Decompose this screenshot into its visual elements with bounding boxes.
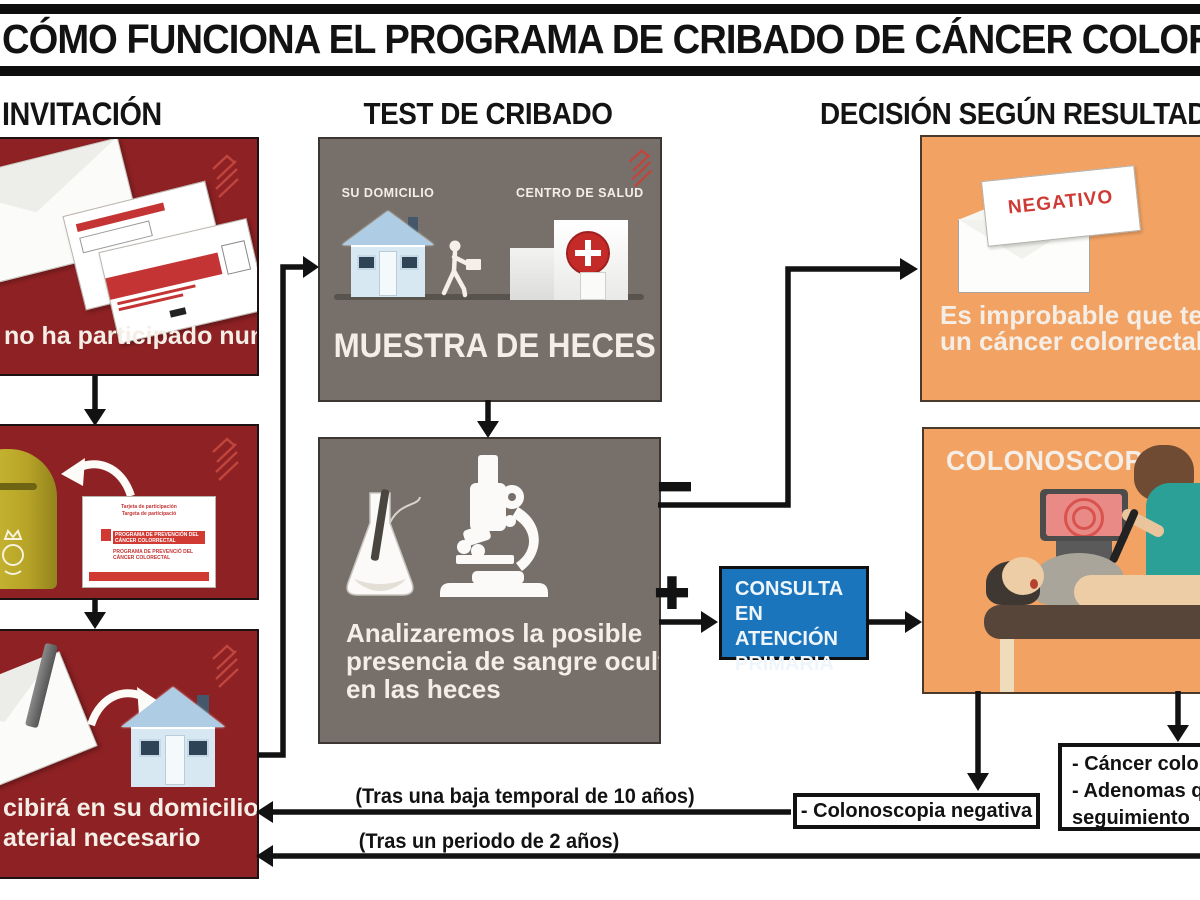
consulta-line2: EN ATENCIÓN — [735, 603, 838, 650]
positive-result-line2: - Adenomas que requieren — [1072, 780, 1200, 802]
participation-card-footer — [89, 572, 209, 581]
doctor-body — [1146, 483, 1200, 593]
negative-card: NEGATIVO — [980, 165, 1142, 247]
patient-body — [1074, 575, 1200, 609]
arrow-negative-path — [658, 266, 901, 508]
sample-title: MUESTRA DE HECES — [333, 327, 656, 365]
column-header-screening: TEST DE CRIBADO — [363, 96, 613, 131]
kit-caption-line2: aterial necesario — [3, 824, 201, 852]
letter-stamp — [220, 240, 252, 275]
return-2-years-label: (Tras un periodo de 2 años) — [358, 830, 620, 853]
monitor-icon — [1040, 489, 1128, 541]
primary-care-box: CONSULTA EN ATENCIÓN PRIMARIA — [719, 566, 869, 675]
exam-table — [984, 605, 1200, 639]
column-header-decision: DECISIÓN SEGÚN RESULTADO — [820, 96, 1200, 131]
negative-result-box: NEGATIVO Es improbable que tenga un cánc… — [920, 135, 1200, 402]
home-label: SU DOMICILIO — [341, 186, 435, 200]
colonoscopy-negative-box: - Colonoscopia negativa — [793, 793, 1040, 829]
mailbox-slot — [0, 483, 37, 490]
title-rule-bottom — [0, 66, 1200, 76]
participation-card-band2: PROGRAMA DE PREVENCIÓ DEL CÀNCER COLOREC… — [113, 549, 194, 562]
consulta-line3: PRIMARIA — [735, 653, 834, 675]
walking-person-icon — [441, 240, 481, 298]
microscope-icon — [440, 455, 548, 597]
return-10-years-label: (Tras una baja temporal de 10 años) — [355, 785, 695, 808]
gva-logo-icon — [628, 148, 653, 188]
health-center-icon — [510, 220, 636, 300]
participation-card-band: PROGRAMA DE PREVENCIÓN DEL CÁNCER COLORR… — [113, 531, 205, 544]
consulta-line1: CONSULTA — [735, 578, 844, 600]
colonoscopy-box: COLONOSCOPIA — [922, 427, 1200, 694]
negative-sign: − — [657, 453, 694, 521]
page-title: CÓMO FUNCIONA EL PROGRAMA DE CRIBADO DE … — [2, 16, 1200, 62]
participation-card: Tarjeta de participación Targeta de part… — [82, 496, 216, 588]
patient-head — [1002, 557, 1044, 595]
invitation-caption: no ha participado nunca — [4, 322, 257, 350]
stool-sample-box: SU DOMICILIO CENTRO DE SALUD — [318, 137, 662, 402]
positive-result-line3: seguimiento — [1072, 807, 1190, 829]
gva-logo-icon — [212, 154, 239, 198]
positive-sign: + — [654, 559, 691, 627]
negative-stamp-text: NEGATIVO — [1006, 186, 1115, 219]
building-low-block — [510, 248, 560, 300]
health-center-label: CENTRO DE SALUD — [516, 186, 644, 200]
ground-shadow — [334, 294, 644, 300]
analysis-caption-line1: Analizaremos la posible — [346, 618, 643, 648]
gva-logo-icon — [212, 644, 239, 688]
mailbox-icon — [0, 449, 57, 589]
arrow-kit-to-test — [257, 264, 303, 758]
title-rule-top — [0, 4, 1200, 14]
colonoscopy-title: COLONOSCOPIA — [946, 445, 1171, 476]
gva-logo-icon — [212, 437, 239, 481]
analysis-caption-line2: presencia de sangre oculta — [346, 646, 661, 676]
invitation-kit-box: cibirá en su domicilio el aterial necesa… — [0, 629, 259, 879]
kit-caption-line1: cibirá en su domicilio el — [3, 794, 259, 822]
correos-emblem-icon — [2, 529, 24, 575]
cancer-adenomas-box: - Cáncer colorrectal - Adenomas que requ… — [1058, 743, 1200, 831]
negative-caption-line1: Es improbable que tenga — [940, 300, 1200, 330]
home-icon — [342, 211, 434, 301]
column-header-invitation: INVITACIÓN — [2, 96, 162, 132]
invitation-letters-box: no ha participado nunca — [0, 137, 259, 376]
table-leg — [1000, 639, 1014, 692]
analysis-caption-line3: en las heces — [346, 674, 501, 704]
invitation-mailbox-box: Tarjeta de participación Targeta de part… — [0, 424, 259, 600]
home-icon — [121, 687, 225, 791]
participation-card-line: Tarjeta de participación — [121, 504, 177, 510]
building-door — [580, 272, 606, 300]
flask-icon — [346, 489, 421, 596]
positive-result-line1: - Cáncer colorrectal — [1072, 753, 1200, 775]
participation-card-line: Targeta de participació — [121, 511, 177, 517]
letter-barcode — [169, 307, 187, 318]
colonoscopy-negative-text: - Colonoscopia negativa — [800, 800, 1033, 822]
negative-caption-line2: un cáncer colorrectal — [940, 326, 1200, 356]
reply-arrow-icon — [61, 458, 135, 498]
red-cross-icon — [566, 231, 610, 275]
analysis-box: Analizaremos la posible presencia de san… — [318, 437, 661, 744]
participation-card-mark — [101, 529, 111, 541]
